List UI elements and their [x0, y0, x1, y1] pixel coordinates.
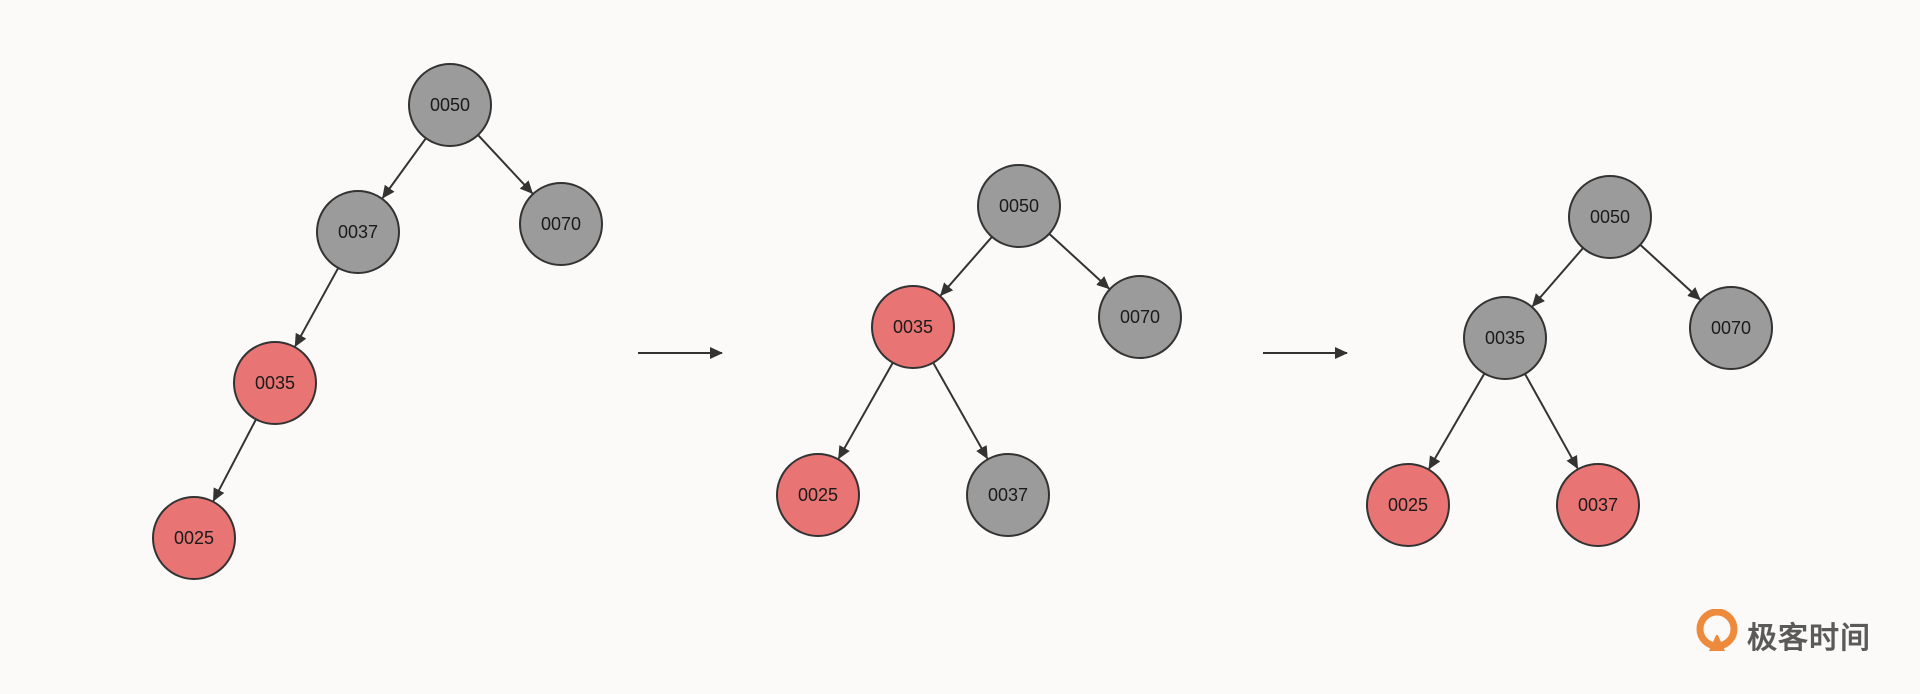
tree-1-edge-2	[477, 134, 534, 195]
geektime-logo-icon	[1696, 609, 1738, 651]
tree-3-node-0070: 0070	[1689, 286, 1773, 370]
node-circle	[1366, 463, 1450, 547]
tree-2-edge-3	[837, 362, 894, 460]
tree-2-node-0050: 0050	[977, 164, 1061, 248]
node-circle	[1556, 463, 1640, 547]
tree-3-edge-1	[1531, 247, 1584, 308]
tree-1-node-0025: 0025	[152, 496, 236, 580]
node-circle	[316, 190, 400, 274]
node-circle	[1568, 175, 1652, 259]
node-label: 0035	[893, 317, 933, 337]
tree-1-node-0037: 0037	[316, 190, 400, 274]
tree-3-node-0035: 0035	[1463, 296, 1547, 380]
node-label: 0050	[1590, 207, 1630, 227]
node-circle	[233, 341, 317, 425]
tree-1-node-0035: 0035	[233, 341, 317, 425]
node-label: 0070	[1120, 307, 1160, 327]
node-circle	[977, 164, 1061, 248]
node-label: 0050	[999, 196, 1039, 216]
node-label: 0035	[1485, 328, 1525, 348]
tree-3-edge-2	[1639, 243, 1701, 301]
edges-layer	[212, 134, 1701, 502]
tree-3-node-0050: 0050	[1568, 175, 1652, 259]
tree-1-node-0070: 0070	[519, 182, 603, 266]
node-label: 0025	[1388, 495, 1428, 515]
tree-2-edge-2	[1048, 232, 1110, 290]
tree-1-edge-3	[294, 267, 340, 348]
watermark-text: 极客时间	[1747, 621, 1871, 656]
watermark: 极客时间	[1695, 607, 1895, 663]
node-label: 0025	[174, 528, 214, 548]
tree-1-edge-4	[212, 418, 257, 502]
node-circle	[1689, 286, 1773, 370]
tree-1-edge-1	[381, 137, 427, 199]
tree-2-node-0035: 0035	[871, 285, 955, 369]
tree-3-edge-4	[1524, 373, 1579, 470]
node-circle	[776, 453, 860, 537]
nodes-layer: 0050 0037 0070 0035 0025 0050 0035 0070 0025 0037…	[152, 63, 1773, 580]
tree-2-edge-1	[939, 236, 993, 297]
tree-2-edge-4	[932, 362, 989, 460]
tree-3-edge-3	[1428, 372, 1486, 470]
tree-3-node-0025: 0025	[1366, 463, 1450, 547]
node-circle	[152, 496, 236, 580]
node-label: 0025	[798, 485, 838, 505]
node-label: 0037	[1578, 495, 1618, 515]
node-label: 0050	[430, 95, 470, 115]
node-circle	[871, 285, 955, 369]
node-circle	[408, 63, 492, 147]
node-label: 0035	[255, 373, 295, 393]
node-circle	[1463, 296, 1547, 380]
node-label: 0070	[1711, 318, 1751, 338]
tree-2-node-0025: 0025	[776, 453, 860, 537]
tree-2-node-0037: 0037	[966, 453, 1050, 537]
tree-1-node-0050: 0050	[408, 63, 492, 147]
node-circle	[1098, 275, 1182, 359]
node-label: 0070	[541, 214, 581, 234]
node-circle	[519, 182, 603, 266]
node-circle	[966, 453, 1050, 537]
tree-2-node-0070: 0070	[1098, 275, 1182, 359]
node-label: 0037	[988, 485, 1028, 505]
node-label: 0037	[338, 222, 378, 242]
tree-3-node-0037: 0037	[1556, 463, 1640, 547]
